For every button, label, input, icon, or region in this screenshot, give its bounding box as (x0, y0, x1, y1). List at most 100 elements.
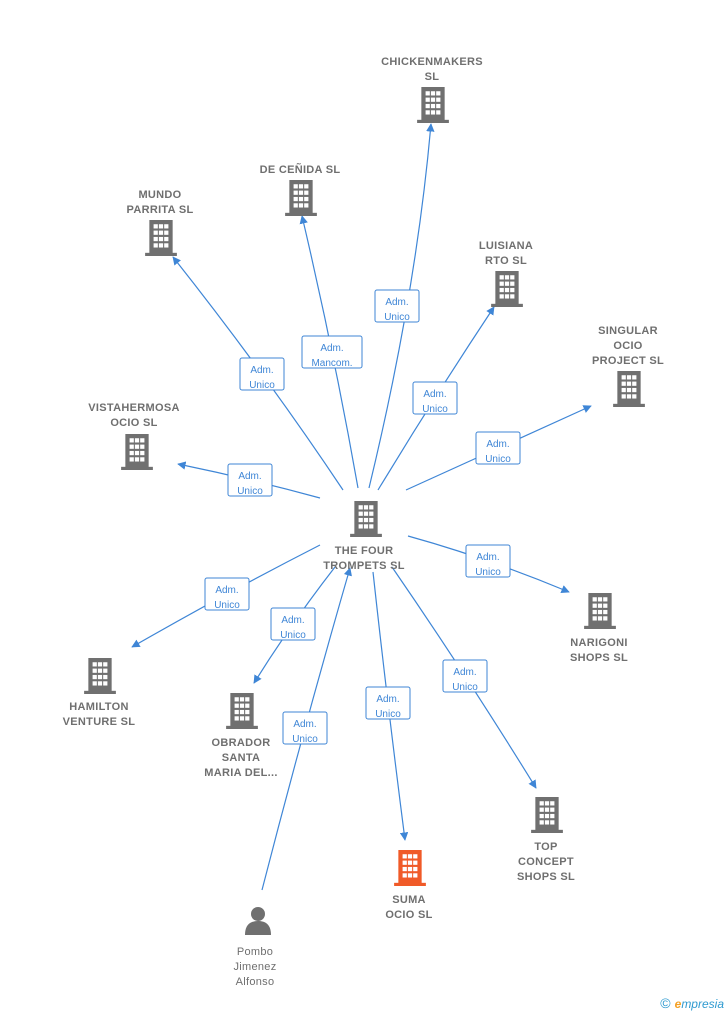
node-mundo-parrita[interactable]: MUNDO PARRITA SL (127, 189, 194, 256)
building-icon (121, 434, 153, 470)
node-label-line: SUMA (392, 894, 426, 906)
node-label-line: MUNDO (138, 189, 181, 201)
copyright-icon: © (660, 995, 671, 1011)
node-hamilton[interactable]: HAMILTON VENTURE SL (63, 658, 136, 728)
edge-label-text: Adm. (385, 297, 408, 308)
edge-label-vistahermosa[interactable]: Adm.Unico (227, 463, 273, 497)
node-de-cenida[interactable]: DE CEÑIDA SL (260, 163, 341, 216)
node-label-line: SINGULAR (598, 325, 658, 337)
node-label-line: OCIO (613, 340, 642, 352)
edge-label-text: Adm. (376, 694, 399, 705)
edge-label-de-cenida[interactable]: Adm.Mancom. (301, 335, 363, 369)
building-icon (417, 87, 449, 123)
node-label-line: SANTA (222, 752, 261, 764)
edge-label-singular[interactable]: Adm.Unico (475, 431, 521, 465)
edge-label-text: Unico (422, 404, 448, 415)
edge-label-text: Adm. (486, 439, 509, 450)
building-icon (613, 371, 645, 407)
edge-label-text: Unico (384, 312, 410, 323)
edge-label-mundo-parrita[interactable]: Adm. Unico (239, 357, 285, 391)
building-icon (584, 593, 616, 629)
node-label-line: PROJECT SL (592, 355, 664, 367)
logo-text: mpresia (681, 997, 724, 1011)
building-icon (145, 220, 177, 256)
edge-label-box (465, 544, 511, 578)
node-label-line: CONCEPT (518, 856, 574, 868)
building-icon (285, 180, 317, 216)
node-label-line: DE CEÑIDA SL (260, 163, 341, 176)
edge-label-text: Unico (475, 567, 501, 578)
node-label-line: OBRADOR (212, 737, 271, 749)
edge-label-luisiana[interactable]: Adm. Unico (412, 381, 458, 415)
edge-label-box (270, 607, 316, 641)
node-label-line: LUISIANA (479, 240, 533, 252)
edge-label-narigoni[interactable]: Adm. Unico (465, 544, 511, 578)
edge-label-box (365, 686, 411, 720)
node-label-line: NARIGONI (570, 637, 627, 649)
edge-label-text: Unico (237, 486, 263, 497)
edge-label-hamilton[interactable]: Adm. Unico (204, 577, 250, 611)
node-label-line: THE FOUR (335, 545, 394, 557)
edge-label-box (374, 289, 420, 323)
building-icon (491, 271, 523, 307)
node-label-line: HAMILTON (69, 701, 128, 713)
node-label-line: SL (425, 71, 440, 83)
edge-label-box (239, 357, 285, 391)
building-icon (394, 850, 426, 886)
edge-label-text: Unico (375, 709, 401, 720)
building-icon (84, 658, 116, 694)
node-label-line: RTO SL (485, 255, 527, 267)
edge-label-text: Unico (292, 734, 318, 745)
building-icon (226, 693, 258, 729)
edge-label-text: Adm. (423, 389, 446, 400)
edge-label-suma[interactable]: Adm. Unico (365, 686, 411, 720)
node-label-line: VISTAHERMOSA (88, 402, 179, 414)
edge-label-text: Adm. (215, 585, 238, 596)
node-label-line: MARIA DEL... (204, 767, 277, 779)
node-label-line: Pombo (237, 946, 273, 958)
edge-label-box (412, 381, 458, 415)
edge-label-text: Adm. (281, 615, 304, 626)
edge-label-box (282, 711, 328, 745)
empresia-logo[interactable]: ©empresia (660, 995, 724, 1011)
node-label-line: Jimenez (233, 961, 276, 973)
person-icon (245, 907, 271, 935)
node-label-line: OCIO SL (385, 909, 432, 921)
edge-label-text: Unico (280, 630, 306, 641)
node-label-line: PARRITA SL (127, 204, 194, 216)
building-icon (350, 501, 382, 537)
edge-label-pombo[interactable]: Adm. Unico (282, 711, 328, 745)
edge-label-text: Adm. (320, 343, 343, 354)
node-suma[interactable]: SUMA OCIO SL (385, 850, 432, 921)
edge-label-top-concept[interactable]: Adm.Unico (442, 659, 488, 693)
node-luisiana[interactable]: LUISIANA RTO SL (479, 240, 533, 307)
node-obrador[interactable]: OBRADOR SANTA MARIA DEL... (204, 693, 277, 779)
edge-label-text: Adm. (476, 552, 499, 563)
edge-label-text: Adm. (293, 719, 316, 730)
edge-label-text: Adm. (250, 365, 273, 376)
logo-initial: e (674, 997, 682, 1011)
edge-labels-layer: Adm.UnicoAdm.Mancom.Adm.UnicoAdm.UnicoAd… (204, 289, 521, 745)
edge-label-obrador[interactable]: Adm. Unico (270, 607, 316, 641)
node-center[interactable]: THE FOUR TROMPETS SL (323, 501, 405, 572)
edge-label-chickenmakers[interactable]: Adm. Unico (374, 289, 420, 323)
building-icon (531, 797, 563, 833)
edge-label-box (301, 335, 363, 369)
edge-label-box (204, 577, 250, 611)
node-label-line: TROMPETS SL (323, 560, 405, 572)
node-label-line: VENTURE SL (63, 716, 136, 728)
edge-label-box (442, 659, 488, 693)
edge-label-text: Unico (214, 600, 240, 611)
node-singular[interactable]: SINGULAR OCIO PROJECT SL (592, 325, 664, 407)
node-label-line: SHOPS SL (517, 871, 575, 883)
edge-label-box (227, 463, 273, 497)
edge-label-text: Unico (249, 380, 275, 391)
edge-label-text: Unico (452, 682, 478, 693)
